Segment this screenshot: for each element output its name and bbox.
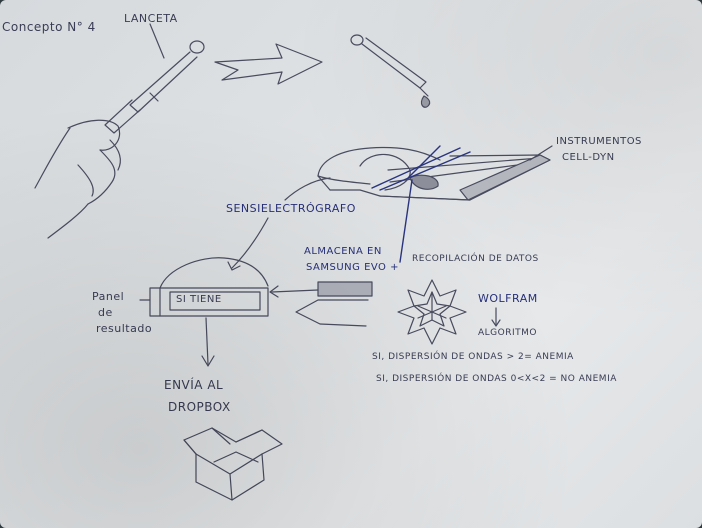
dropper-illustration	[350, 34, 431, 108]
data-collection-label: Recopilación de datos	[412, 254, 539, 264]
panel-label-line2: de	[98, 306, 113, 319]
rule-anemia: Si, Dispersión de ondas > 2= Anemia	[372, 352, 574, 362]
panel-display-text: Si tiene	[176, 294, 222, 305]
lancet-illustration	[34, 23, 205, 239]
rule-no-anemia: Si, Dispersión de ondas 0<x<2 = No anemi…	[376, 374, 617, 384]
instruments-label-line2: Cell-Dyn	[562, 152, 615, 163]
sensor-label: Sensielectrógrafo	[226, 202, 356, 215]
dropbox-label-line2: Dropbox	[168, 400, 231, 414]
connection-lines	[371, 145, 471, 263]
return-arrow	[295, 299, 369, 327]
panel-label-line1: Panel	[92, 290, 125, 303]
lanceta-label: Lanceta	[124, 12, 178, 25]
dropbox-arrow	[201, 317, 215, 367]
instruments-leader	[529, 145, 553, 161]
sensor-arrowhead	[227, 261, 241, 271]
algorithm-label: Algoritmo	[478, 328, 537, 338]
dropbox-box-illustration	[183, 427, 283, 501]
sensor-leader	[231, 217, 269, 269]
wolfram-star	[397, 279, 467, 345]
concept-title: Concepto N° 4	[2, 20, 96, 34]
instruments-label-line1: Instrumentos	[556, 136, 642, 147]
algorithm-arrow	[491, 307, 501, 327]
process-arrow	[214, 43, 323, 85]
dropbox-label-line1: Envía al	[164, 378, 224, 392]
memory-card	[269, 281, 373, 298]
panel-label-line3: resultado	[96, 322, 153, 335]
results-panel-device	[139, 257, 269, 317]
storage-label-line1: Almacena en	[304, 246, 382, 257]
wolfram-label: Wolfram	[478, 292, 538, 305]
storage-label-line2: Samsung EVO +	[306, 262, 399, 273]
